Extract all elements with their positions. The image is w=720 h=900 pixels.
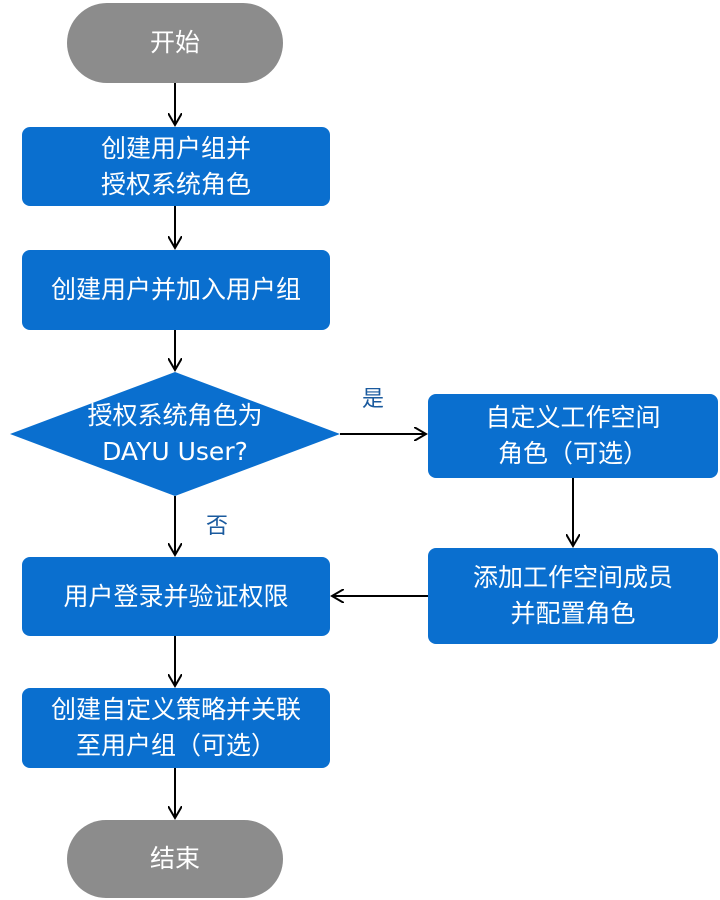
end-label: 结束 xyxy=(149,844,200,873)
custom-role-label-line1: 自定义工作空间 xyxy=(485,403,661,432)
decision-node: 授权系统角色为 DAYU User? xyxy=(40,398,310,470)
custom-policy-label-line1: 创建自定义策略并关联 xyxy=(50,695,301,724)
decision-diamond xyxy=(10,372,340,496)
create-group-label-line1: 创建用户组并 xyxy=(100,133,251,163)
create-group-node: 创建用户组并 授权系统角色 xyxy=(22,127,330,206)
create-user-label: 创建用户并加入用户组 xyxy=(50,275,301,304)
decision-label-line1: 授权系统角色为 xyxy=(87,401,263,430)
create-user-node: 创建用户并加入用户组 xyxy=(22,250,330,330)
add-member-label-line1: 添加工作空间成员 xyxy=(472,563,673,592)
end-node: 结束 xyxy=(67,820,283,898)
login-label: 用户登录并验证权限 xyxy=(63,581,289,611)
create-group-label-line2: 授权系统角色 xyxy=(100,169,251,199)
start-label: 开始 xyxy=(149,28,200,57)
login-node: 用户登录并验证权限 xyxy=(22,557,330,636)
add-member-label-line2: 并配置角色 xyxy=(510,599,636,628)
custom-policy-label-line2: 至用户组（可选） xyxy=(75,731,276,760)
custom-role-label-line2: 角色（可选） xyxy=(497,439,648,468)
custom-policy-node: 创建自定义策略并关联 至用户组（可选） xyxy=(22,688,330,768)
custom-role-node: 自定义工作空间 角色（可选） xyxy=(428,394,718,478)
add-member-node: 添加工作空间成员 并配置角色 xyxy=(428,548,718,644)
yes-label: 是 xyxy=(362,387,385,412)
decision-label-line2: DAYU User? xyxy=(102,437,248,466)
start-node: 开始 xyxy=(67,3,283,83)
no-label: 否 xyxy=(206,514,229,539)
